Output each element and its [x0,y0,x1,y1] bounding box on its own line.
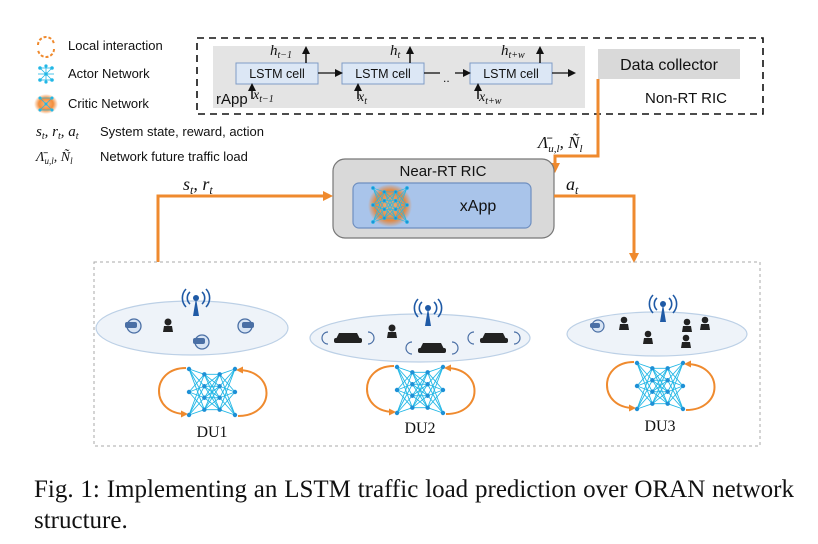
legend-symbol-lambda-n: Λ̄u,l, Ñl [34,148,73,166]
x-label-2: xt [357,90,367,107]
person-icon [387,324,397,338]
critic-network-icon [34,94,58,114]
person-icon [643,330,653,344]
actor-network-icon [394,364,446,416]
lstm-ellipsis: .. [443,71,450,85]
du1-group: DU1 [95,288,289,441]
du1-cell-area [95,300,289,356]
h-label-3: ht+w [501,43,525,61]
antenna-icon [648,294,678,322]
legend: Local interaction Actor Network Critic N… [34,36,264,166]
du-area-border [93,261,761,447]
rapp-label: rApp [216,91,248,108]
vr-user-icon [125,318,142,334]
local-interaction-arrow-left [366,365,396,416]
person-icon [163,318,173,332]
state-reward-symbol: st, rt [183,174,213,197]
legend-symbol-s-r-a: st, rt, at [36,124,79,142]
car-icon [467,331,521,345]
vr-user-icon [590,319,605,333]
non-rt-ric-border [196,37,764,115]
actor-network-icon [186,366,238,418]
traffic-load-arrow [550,79,600,173]
near-rt-ric: Near-RT RIC xApp [332,158,555,239]
h-label-1: ht−1 [270,43,292,61]
figure-caption: Fig. 1: Implementing an LSTM traffic loa… [34,474,794,536]
near-rt-ric-label: Near-RT RIC [400,163,487,180]
du3-group: DU3 [566,294,748,435]
legend-actor-network: Actor Network [68,66,150,81]
lstm-cell-3-label: LSTM cell [483,67,539,81]
du3-cell-area [566,311,748,357]
critic-network-icon [368,184,412,227]
state-reward-arrow [156,191,333,262]
data-collector-box [598,49,740,79]
local-interaction-arrow-left [606,361,636,412]
du1-label: DU1 [196,424,227,441]
action-arrow [554,194,639,263]
person-icon [681,334,691,348]
antenna-icon [181,288,211,316]
caption-prefix: Fig. 1: [34,476,100,503]
local-interaction-arrow-right [444,364,476,415]
car-icon [405,341,459,355]
legend-state-reward-action: System state, reward, action [100,124,264,139]
local-interaction-arrow-right [236,366,268,417]
xapp-label: xApp [460,198,497,215]
lstm-cell-2-label: LSTM cell [355,67,411,81]
caption-text: Implementing an LSTM traffic load predic… [34,476,795,534]
non-rt-ric: Data collector Non-RT RIC LSTM cell LSTM… [196,37,764,115]
legend-local-interaction: Local interaction [68,38,163,53]
lstm-cell-1-label: LSTM cell [249,67,305,81]
person-icon [619,316,629,330]
h-label-2: ht [390,43,401,61]
du3-label: DU3 [644,418,675,435]
car-icon [321,331,375,345]
antenna-icon [413,298,443,326]
legend-future-traffic-load: Network future traffic load [100,149,248,164]
actor-network-icon [38,64,54,84]
actor-network-icon [634,360,686,412]
action-symbol: at [566,174,579,197]
du2-label: DU2 [404,420,435,437]
person-icon [700,316,710,330]
vr-user-icon [237,318,254,334]
data-collector-label: Data collector [620,57,718,74]
legend-critic-network: Critic Network [68,96,149,111]
du2-cell-area [309,313,531,363]
local-interaction-icon [37,36,55,58]
oran-diagram: Local interaction Actor Network Critic N… [34,36,764,447]
vr-user-icon [193,334,210,350]
local-interaction-arrow-right [684,360,716,411]
du2-group: DU2 [309,298,531,437]
traffic-load-symbol: Λ̄u,l, Ñl [536,133,583,155]
local-interaction-arrow-left [158,367,188,418]
person-icon [682,318,692,332]
non-rt-ric-label: Non-RT RIC [645,90,727,107]
